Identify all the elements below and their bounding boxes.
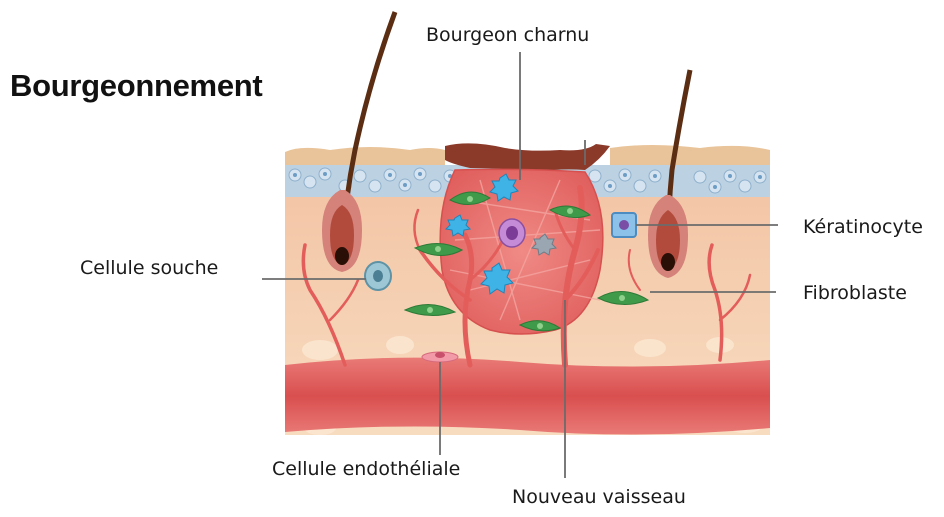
epidermis-top bbox=[285, 147, 445, 168]
stem-cell bbox=[365, 262, 391, 290]
label-nouveau-vaisseau: Nouveau vaisseau bbox=[512, 486, 686, 508]
blood-vessel bbox=[285, 358, 770, 435]
label-bourgeon-charnu: Bourgeon charnu bbox=[426, 24, 589, 46]
label-cellule-endotheliale: Cellule endothéliale bbox=[272, 458, 460, 480]
purple-cell bbox=[499, 219, 525, 247]
label-cellule-souche: Cellule souche bbox=[80, 257, 218, 279]
keratinocyte-cell bbox=[612, 213, 636, 237]
label-keratinocyte: Kératinocyte bbox=[803, 216, 923, 238]
endothelial-cell bbox=[422, 352, 458, 362]
page-title: Bourgeonnement bbox=[10, 68, 262, 104]
label-fibroblaste: Fibroblaste bbox=[803, 282, 907, 304]
